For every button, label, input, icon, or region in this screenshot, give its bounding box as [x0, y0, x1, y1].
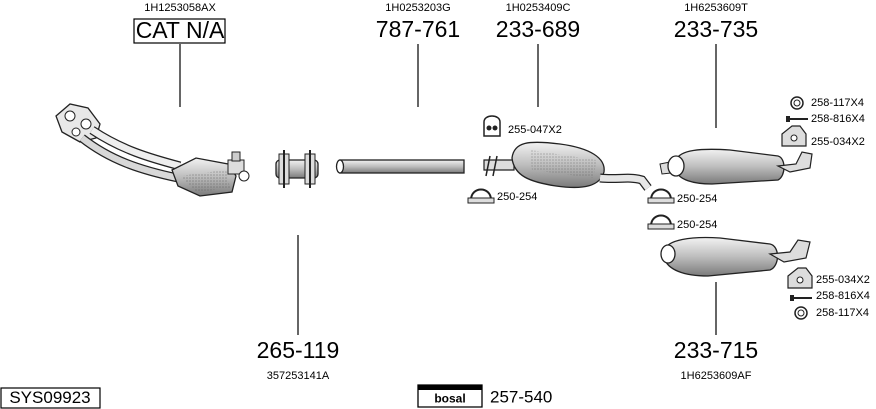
lower-ring-icon [794, 306, 808, 320]
bosal-logo-text: bosal [434, 392, 465, 406]
system-code: SYS09923 [9, 388, 90, 407]
middle-hanger-label: 255-047X2 [508, 124, 562, 136]
pipe-oem-number: 1H0253203G [385, 2, 450, 14]
middle-clamp-icon [467, 188, 495, 204]
intermediate-pipe-part [335, 159, 465, 174]
rear-clamp-2-label: 250-254 [677, 219, 717, 231]
cat-oem-number: 1H1253058AX [144, 2, 216, 14]
cat-part-number: CAT N/A [136, 17, 225, 43]
rear-silencer-lower-part [660, 236, 811, 277]
clamp-part-number: 265-119 [257, 337, 340, 363]
catalytic-converter-part [55, 103, 250, 197]
lower-ring-label: 258-117X4 [816, 307, 869, 319]
cat-label-box [133, 18, 226, 44]
rear-lower-part-number: 233-715 [674, 337, 758, 363]
clamp-oem-number: 357253141A [267, 370, 330, 382]
upper-ring-label: 258-117X4 [811, 97, 864, 109]
rear-upper-oem-number: 1H6253609T [684, 2, 748, 14]
middle-part-number: 233-689 [496, 16, 580, 42]
rear-silencer-upper-part [659, 148, 813, 185]
lower-hanger-icon [787, 267, 813, 289]
hanger-icon [781, 125, 807, 147]
clamp-part [275, 150, 319, 188]
pipe-part-number: 787-761 [376, 16, 460, 42]
rear-lower-oem-number: 1H6253609AF [681, 370, 752, 382]
bosal-logo: bosal [417, 384, 483, 408]
middle-clamp-label: 250-254 [497, 191, 537, 203]
rear-upper-part-number: 233-735 [674, 16, 758, 42]
upper-bolt-label: 258-816X4 [811, 113, 865, 125]
bolt-icon [786, 116, 808, 122]
lower-bolt-icon [790, 295, 812, 301]
middle-oem-number: 1H0253409C [506, 2, 571, 14]
rear-clamp-1-label: 250-254 [677, 193, 717, 205]
kit-number: 257-540 [490, 387, 552, 406]
rear-clamp-icon-2 [647, 214, 675, 230]
middle-silencer-part [483, 141, 652, 191]
upper-hanger-label: 255-034X2 [811, 136, 865, 148]
ring-icon [790, 96, 804, 110]
rear-clamp-icon-1 [647, 188, 675, 204]
system-code-box [0, 387, 101, 409]
lower-hanger-label: 255-034X2 [816, 274, 870, 286]
lower-bolt-label: 258-816X4 [816, 290, 870, 302]
middle-hanger-icon [483, 115, 501, 137]
